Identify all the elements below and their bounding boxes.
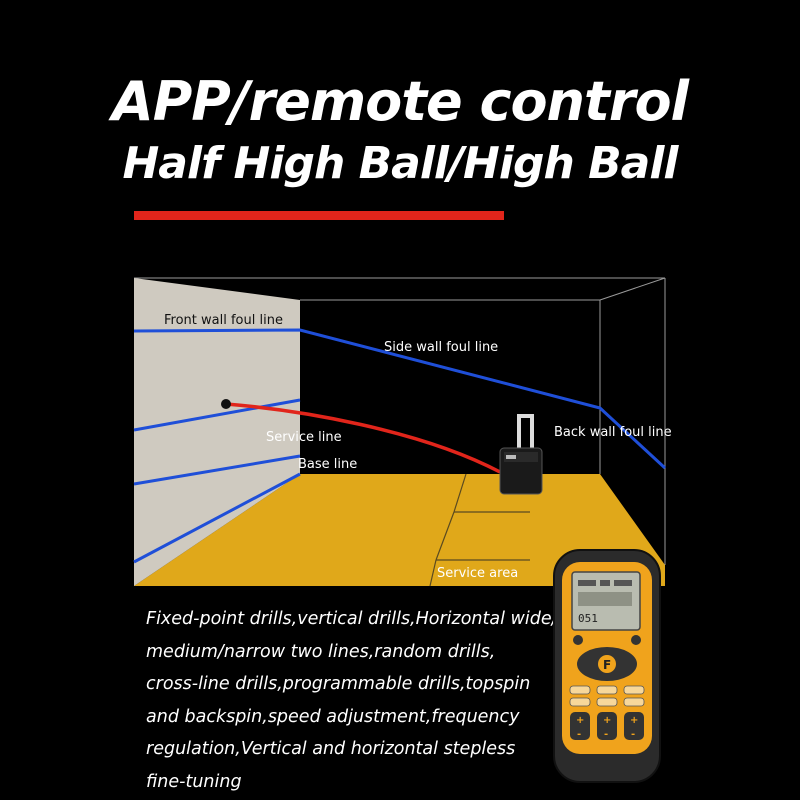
minus-icon: -: [631, 729, 635, 740]
base-line-blue: [133, 454, 301, 486]
remote-lcd-indicators: [578, 580, 632, 606]
headline-line-1: APP/remote control: [111, 70, 689, 133]
description-line: Fixed-point drills,vertical drills,Horiz…: [146, 609, 558, 629]
feature-description: Fixed-point drills,vertical drills,Horiz…: [146, 603, 558, 798]
plus-icon: +: [630, 715, 638, 726]
side-wall-foul-line-label: Side wall foul line: [384, 340, 498, 355]
floor-line-blue: [133, 472, 301, 564]
remote-control-image: 051 F + + + - - -: [553, 549, 661, 783]
front-wall-foul-line-label: Front wall foul line: [164, 313, 283, 328]
description-line: and backspin,speed adjustment,frequency: [146, 706, 520, 727]
front-wall: [134, 278, 300, 586]
front-wall-foul-line: [133, 328, 667, 470]
ball-machine-icon: [499, 414, 543, 495]
accent-divider: [134, 211, 504, 220]
description-line: regulation,Vertical and horizontal stepl…: [146, 739, 516, 759]
description-line: medium/narrow two lines,random drills,: [146, 641, 496, 662]
remote-function-keys[interactable]: [569, 685, 645, 707]
remote-lcd-digits: 051: [578, 612, 598, 625]
remote-play-pause-button[interactable]: [573, 635, 583, 645]
description-line: fine-tuning: [146, 771, 242, 792]
ball-impact-point: [221, 399, 231, 409]
room-outline: [134, 277, 666, 565]
description-line: cross-line drills,programmable drills,to…: [146, 674, 531, 694]
service-line-label: Service line: [266, 430, 342, 445]
back-wall-foul-line-label: Back wall foul line: [554, 425, 672, 440]
service-area-label: Service area: [437, 566, 518, 581]
ball-trajectory: [225, 402, 501, 474]
service-area-lines: [429, 473, 530, 587]
foul-lines: [133, 328, 667, 564]
base-line-label: Base line: [298, 457, 357, 472]
headline-line-2: Half High Ball/High Ball: [122, 138, 678, 189]
remote-f-button[interactable]: [598, 655, 616, 673]
minus-icon: -: [577, 729, 581, 740]
minus-icon: -: [604, 729, 608, 740]
remote-f-label: F: [603, 658, 611, 672]
court-floor: [134, 474, 665, 586]
plus-icon: +: [603, 715, 611, 726]
service-line-blue: [133, 398, 301, 432]
remote-power-button[interactable]: [631, 635, 641, 645]
remote-plus-minus-keys[interactable]: [570, 712, 644, 740]
plus-icon: +: [576, 715, 584, 726]
